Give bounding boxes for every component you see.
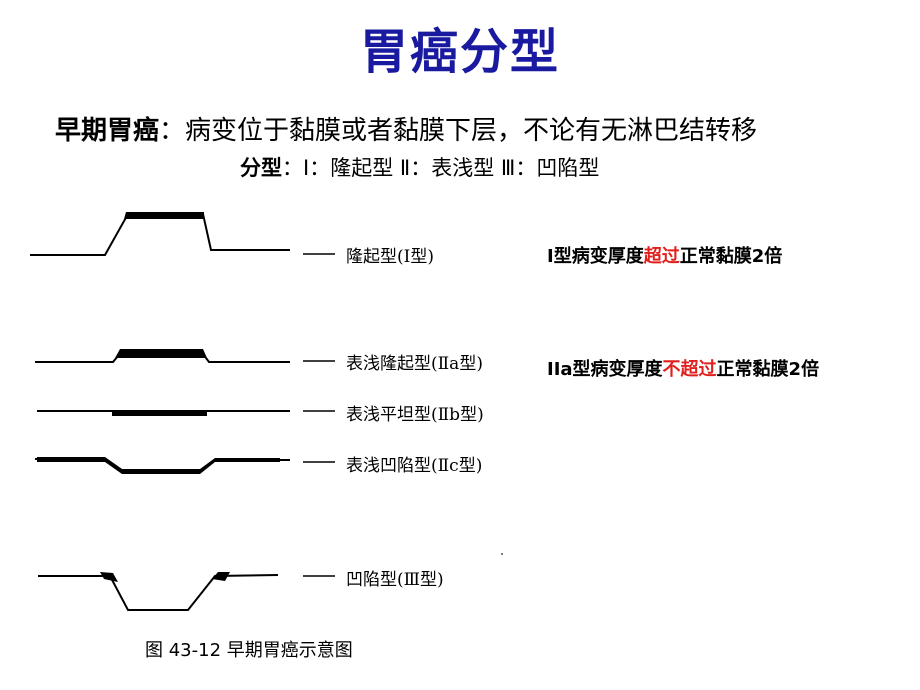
subtypes-line: 分型：Ⅰ：隆起型 Ⅱ：表浅型 Ⅲ：凹陷型 (240, 152, 599, 182)
stray-dot (501, 553, 503, 555)
label-type-1: 隆起型(Ⅰ型) (346, 247, 434, 267)
note-1-post: 正常黏膜2倍 (679, 246, 783, 267)
intro-line: 早期胃癌：病变位于黏膜或者黏膜下层，不论有无淋巴结转移 (55, 114, 915, 148)
note-2-pre: IIa型病变厚度 (547, 359, 663, 380)
note-type-1: I型病变厚度超过正常黏膜2倍 (547, 242, 782, 268)
note-type-2a: IIa型病变厚度不超过正常黏膜2倍 (547, 355, 819, 381)
profile-type-1 (30, 213, 290, 256)
lesion-type-2c (37, 457, 280, 474)
note-2-post: 正常黏膜2倍 (716, 359, 820, 380)
lesion-type-1 (124, 212, 204, 219)
subtypes-term: 分型 (240, 156, 282, 180)
lesion-type-2a (115, 349, 207, 358)
slide-title: 胃癌分型 (359, 24, 560, 80)
note-2-highlight: 不超过 (662, 359, 717, 380)
lesion-type-3-left (100, 572, 118, 582)
intro-definition: 病变位于黏膜或者黏膜下层，不论有无淋巴结转移 (185, 116, 758, 146)
figure-caption: 图 43-12 早期胃癌示意图 (145, 640, 353, 661)
label-type-3: 凹陷型(Ⅲ型) (346, 570, 444, 590)
label-type-2a: 表浅隆起型(Ⅱa型) (346, 354, 483, 374)
label-type-2c: 表浅凹陷型(Ⅱc型) (346, 456, 483, 476)
profile-type-3 (38, 574, 279, 611)
subtypes-text: ：Ⅰ：隆起型 Ⅱ：表浅型 Ⅲ：凹陷型 (282, 156, 600, 180)
note-1-pre: I型病变厚度 (547, 246, 644, 267)
intro-term: 早期胃癌 (55, 116, 160, 146)
profile-diagram (30, 212, 503, 611)
note-1-highlight: 超过 (643, 246, 680, 267)
label-type-2b: 表浅平坦型(Ⅱb型) (346, 405, 484, 425)
intro-colon: ： (159, 116, 186, 146)
lesion-type-2b (112, 410, 207, 416)
lesion-type-3-right (212, 572, 230, 581)
